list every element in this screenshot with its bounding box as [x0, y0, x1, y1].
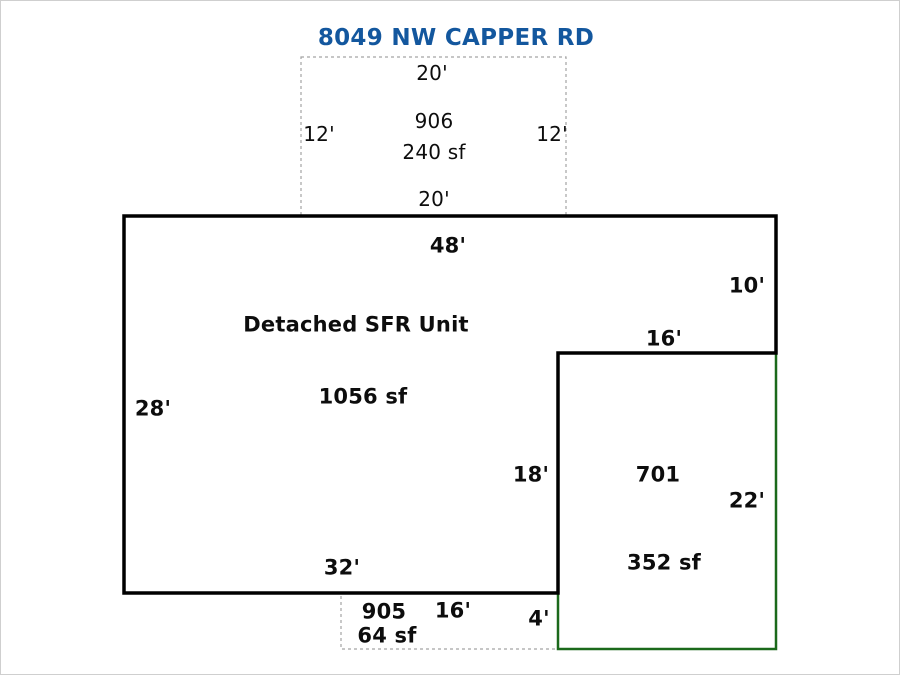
porch-905-area: 64 sf: [357, 623, 417, 648]
main-left-dim: 28': [134, 396, 172, 421]
porch-906-bottom-dim: 20': [418, 187, 450, 211]
page-title: 8049 NW CAPPER RD: [317, 25, 595, 51]
porch-906-right-dim: 12': [536, 122, 568, 146]
porch-906-id: 906: [414, 109, 454, 133]
main-unit-name: Detached SFR Unit: [243, 312, 469, 337]
porch-905-width-dim: 16': [434, 598, 472, 623]
main-notch-side-dim: 18': [512, 462, 550, 487]
addition-701-area: 352 sf: [627, 550, 701, 575]
addition-701-right-dim: 22': [728, 488, 766, 513]
porch-905-height-dim: 4': [528, 606, 550, 631]
porch-906-left-dim: 12': [303, 122, 335, 146]
main-unit-area: 1056 sf: [318, 384, 408, 409]
main-right-dim: 10': [728, 273, 766, 298]
main-notch-top-dim: 16': [645, 326, 683, 351]
porch-906-top-dim: 20': [416, 61, 448, 85]
porch-906-outline: [300, 56, 567, 217]
main-bottom-dim: 32': [323, 555, 361, 580]
addition-701-id: 701: [635, 462, 681, 487]
main-top-dim: 48': [429, 233, 467, 258]
porch-906-area: 240 sf: [402, 140, 466, 164]
main-unit-outline: [122, 214, 778, 595]
porch-905-id: 905: [361, 599, 407, 624]
